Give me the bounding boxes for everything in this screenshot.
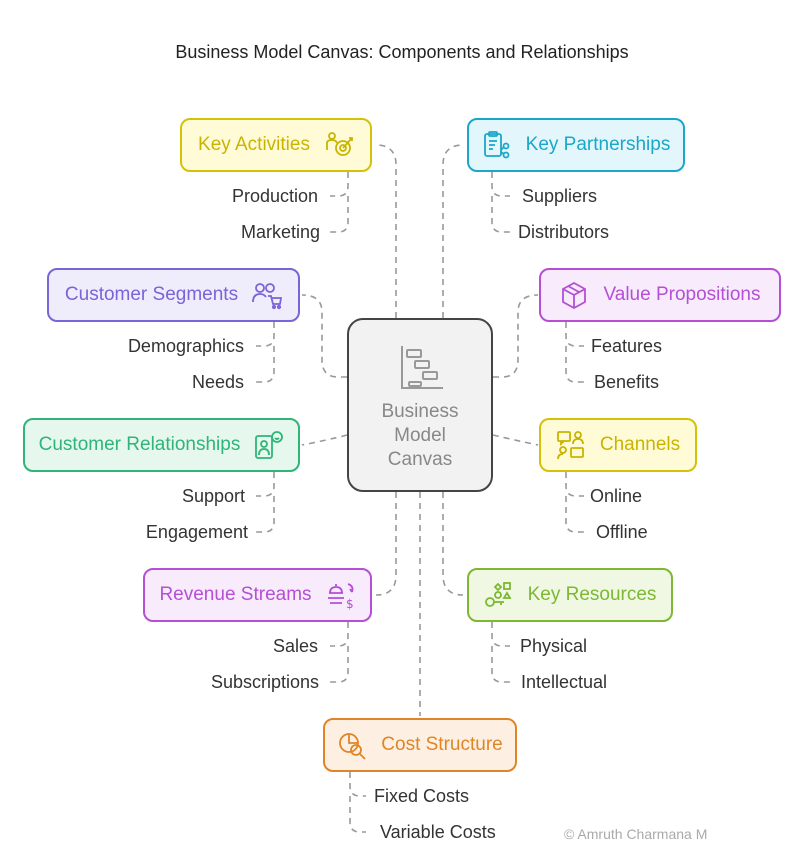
node-key-resources[interactable]: Key Resources	[467, 568, 673, 622]
gantt-chart-icon	[399, 344, 445, 390]
child-variable-costs: Variable Costs	[380, 822, 496, 842]
node-label: Key Activities	[198, 134, 310, 155]
chart-search-icon	[337, 730, 367, 760]
center-label-line-1: Business	[381, 401, 459, 422]
node-customer-segments[interactable]: Customer Segments	[47, 268, 300, 322]
child-support: Support	[181, 486, 245, 506]
child-fixed-costs: Fixed Costs	[374, 786, 470, 806]
node-channels[interactable]: Channels	[539, 418, 697, 472]
link-channels	[492, 434, 539, 446]
link-key-partnerships	[442, 144, 464, 318]
money-exchange-icon: $	[326, 580, 356, 611]
node-revenue-streams[interactable]: Revenue Streams $	[143, 568, 372, 622]
people-cart-icon	[252, 280, 283, 310]
child-intellectual: Intellectual	[521, 672, 608, 692]
svg-text:$: $	[346, 597, 354, 610]
node-key-activities[interactable]: Key Activities	[180, 118, 372, 172]
node-customer-relationships[interactable]: Customer Relationships	[23, 418, 300, 472]
link-key-resources	[442, 492, 464, 596]
node-label: Key Partnerships	[525, 134, 671, 155]
node-cost-structure[interactable]: Cost Structure	[323, 718, 517, 772]
child-distributors: Distributors	[518, 222, 610, 242]
node-label: Key Resources	[527, 584, 657, 605]
center-node: Business Model Canvas	[347, 318, 493, 492]
child-needs: Needs	[191, 372, 244, 392]
link-revenue-streams	[375, 492, 397, 596]
child-production: Production	[231, 186, 318, 206]
child-subscriptions: Subscriptions	[210, 672, 319, 692]
center-label-line-3: Canvas	[387, 449, 453, 470]
cube-icon	[559, 280, 589, 310]
child-physical: Physical	[520, 636, 588, 656]
child-online: Online	[590, 486, 643, 506]
child-marketing: Marketing	[240, 222, 320, 242]
link-customer-segments	[301, 294, 347, 378]
child-engagement: Engagement	[145, 522, 248, 542]
child-suppliers: Suppliers	[522, 186, 598, 206]
clipboard-network-icon	[482, 130, 512, 160]
link-key-activities	[375, 144, 397, 318]
child-offline: Offline	[596, 522, 648, 542]
diagram-title: Business Model Canvas: Components and Re…	[175, 42, 629, 62]
child-benefits: Benefits	[594, 372, 660, 392]
link-value-propositions	[493, 294, 539, 378]
node-label: Customer Segments	[64, 284, 239, 305]
key-shapes-icon	[484, 580, 514, 610]
center-label-line-2: Model	[394, 425, 446, 446]
node-label: Revenue Streams	[159, 584, 312, 605]
person-smile-icon	[254, 430, 284, 460]
child-features: Features	[591, 336, 663, 356]
target-person-icon	[324, 130, 354, 160]
node-label: Cost Structure	[381, 734, 503, 755]
center-label: Business Model Canvas	[349, 400, 491, 472]
child-sales: Sales	[272, 636, 318, 656]
copyright-text: © Amruth Charmana M	[564, 826, 708, 842]
chat-people-icon	[556, 430, 586, 460]
link-customer-relationships	[301, 434, 348, 446]
child-demographics: Demographics	[127, 336, 244, 356]
node-key-partnerships[interactable]: Key Partnerships	[467, 118, 685, 172]
node-label: Customer Relationships	[38, 434, 241, 455]
node-label: Channels	[599, 434, 681, 455]
node-label: Value Propositions	[603, 284, 761, 305]
node-value-propositions[interactable]: Value Propositions	[539, 268, 781, 322]
